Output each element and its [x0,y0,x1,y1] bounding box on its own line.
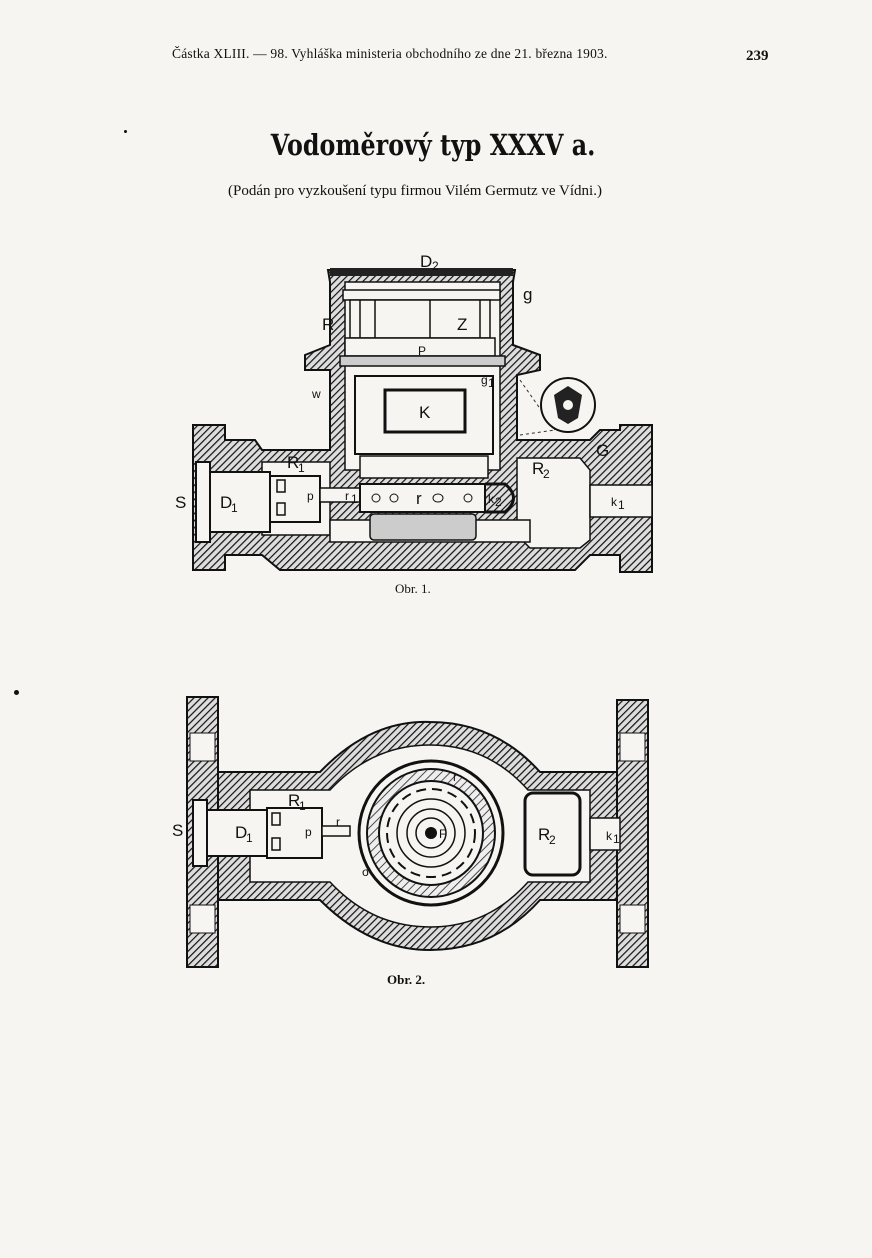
running-head: Částka XLIII. — 98. Vyhláška ministeria … [172,46,608,61]
fig1-label-p-upper: P [418,344,426,358]
fig1-label-d1: D [220,493,232,512]
fig1-label-d2: D [420,252,432,271]
fig1-label-r1-small: r [345,489,349,503]
fig2-label-s: S [172,821,183,840]
fig1-label-z: Z [457,315,467,334]
fig1-label-r-small: r [416,489,422,508]
figure-2-caption: Obr. 2. [387,972,426,987]
fig2-label-r1: R [288,791,300,810]
fig1-label-g-seal: G [596,441,609,460]
fig2-label-d1: D [235,823,247,842]
fig1-label-r: R [322,315,334,334]
fig1-label-s: S [175,493,186,512]
fig2-label-r1-small: r [336,815,340,829]
fig1-label-k2-sub: 2 [495,495,502,509]
fig2-label-k1-sub: 1 [613,832,620,846]
fig1-label-d2-sub: 2 [432,259,439,273]
fig1-label-k1-sub: 1 [618,498,625,512]
ink-speck [14,690,19,695]
fig2-label-o: σ [362,865,370,879]
fig1-label-r2-sub: 2 [543,467,550,481]
fig1-label-g1: g [481,373,488,387]
fig1-label-g: g [523,285,532,304]
page-subtitle: (Podán pro vyzkoušení typu firmou Vilém … [228,183,602,199]
fig1-label-w: w [311,387,321,401]
fig2-label-r1-sub: 1 [299,799,306,813]
fig2-label-d1-sub: 1 [246,831,253,845]
page-number: 239 [746,48,769,64]
fig1-label-r2: R [532,459,544,478]
fig1-label-k1: k [611,495,618,509]
fig1-label-g1-sub: 1 [488,376,495,390]
fig1-label-d1-sub: 1 [231,501,238,515]
ink-speck [124,130,127,133]
fig2-label-p: p [305,825,312,839]
fig1-label-k2: k [488,492,495,506]
fig2-label-r2: R [538,825,550,844]
page-title: Vodoměrový typ XXXV a. [270,128,596,162]
fig2-label-r: r [453,770,457,784]
fig2-label-r2-sub: 2 [549,833,556,847]
figure-2-drawing: S D 1 R 1 p r r F σ R 2 k 1 [172,696,649,968]
fig1-label-r1-sub: 1 [298,461,305,475]
fig1-label-p: p [307,489,314,503]
fig1-label-k: K [419,403,431,422]
figure-1-caption: Obr. 1. [395,581,431,596]
figure-1-drawing: D 2 g R Z P g 1 w K G R 1 R 2 S D 1 p r … [175,252,653,573]
fig2-label-f: F [439,827,446,841]
fig1-label-r1: R [287,453,299,472]
fig2-label-k1: k [606,829,613,843]
fig1-label-r1-small-sub: 1 [351,492,358,506]
